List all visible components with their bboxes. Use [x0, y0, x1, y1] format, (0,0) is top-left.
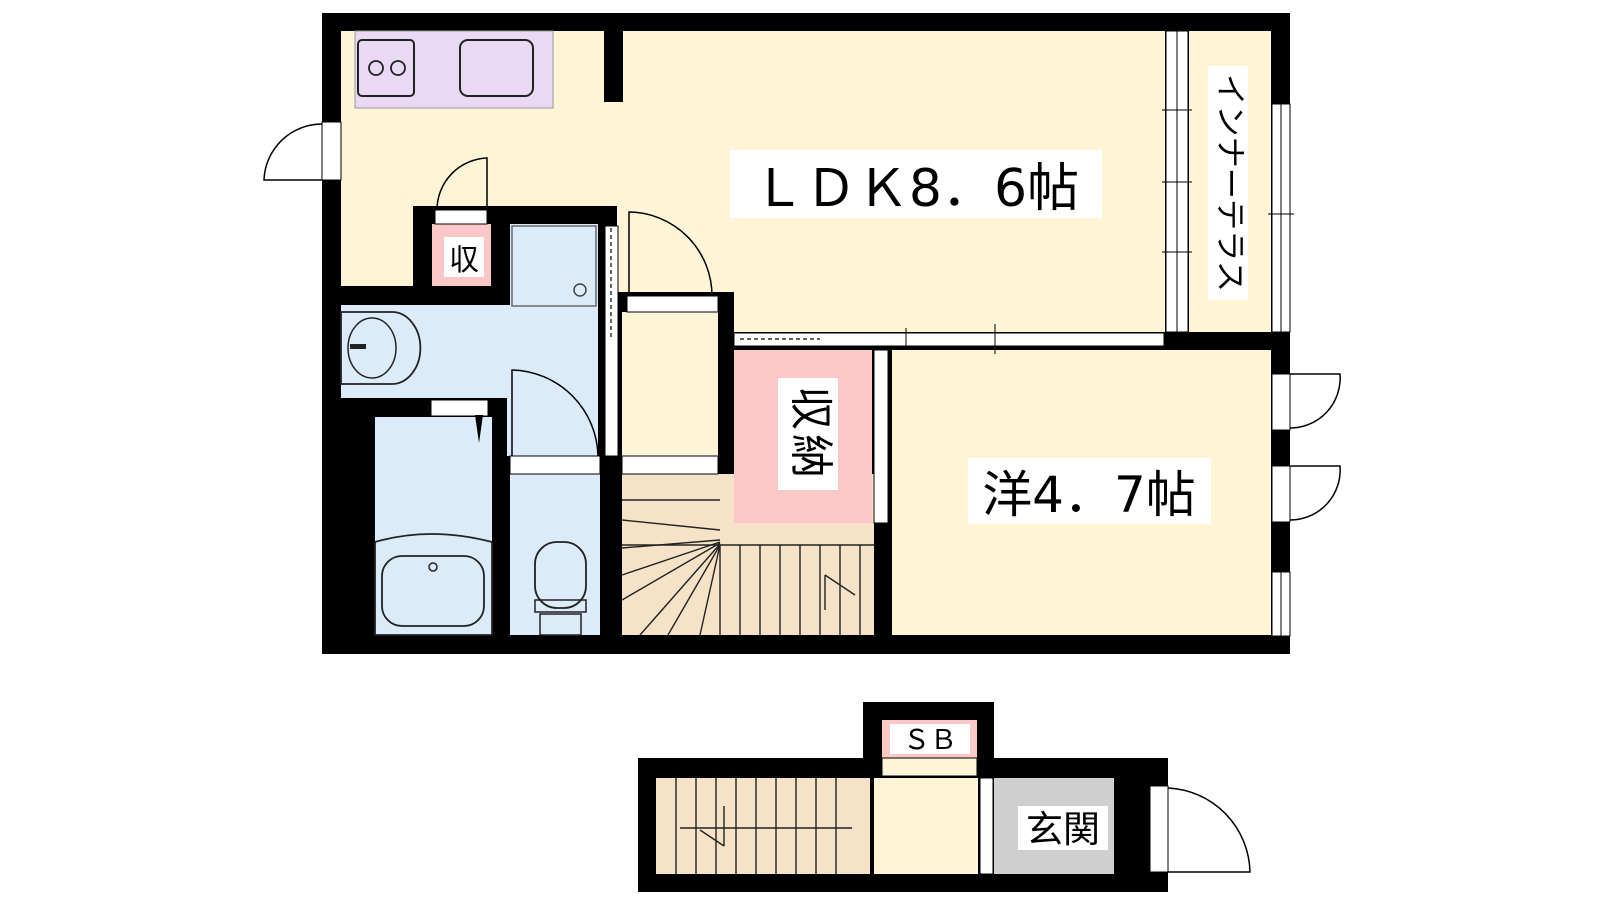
shoe-box-label-bg	[890, 724, 970, 754]
western-label: 洋4．7帖	[982, 466, 1196, 524]
western-label-bg	[968, 458, 1211, 524]
bathtub-inner	[381, 555, 485, 627]
burner-right	[390, 60, 406, 76]
drain-icon	[573, 283, 587, 297]
entrance-label: 玄関	[1026, 808, 1100, 851]
stairs-landing	[621, 455, 719, 475]
bathtub-drain-icon	[428, 562, 438, 572]
lower-hall-floor	[874, 778, 978, 874]
hall-door-frame	[626, 295, 719, 313]
hall-door-arc	[628, 211, 713, 297]
bath-door-swing	[475, 415, 483, 443]
east-window-1-frame	[1271, 373, 1291, 431]
terrace-label-bg	[1208, 66, 1248, 300]
toilet-tank-base	[539, 613, 582, 636]
ldk-sliding-partition	[733, 332, 1165, 347]
stairs-upper-arrow	[824, 574, 856, 610]
faucet-icon	[350, 344, 366, 349]
west-door-frame	[321, 121, 342, 181]
bath-door	[430, 399, 489, 417]
toilet-tank	[534, 599, 587, 613]
east-window-2-frame	[1271, 465, 1291, 523]
entrance-label-bg	[1018, 806, 1108, 850]
stove	[357, 39, 415, 97]
east-window-2-arc	[1289, 465, 1341, 521]
hall-floor	[622, 312, 718, 456]
entrance-door-arc	[1167, 787, 1251, 873]
stairs-lower-treads	[675, 778, 837, 874]
small-storage-door-frame	[434, 209, 488, 225]
burner-left	[368, 60, 384, 76]
partition-wall	[604, 31, 623, 102]
storage-label: 収納	[785, 386, 836, 482]
small-storage-door	[436, 157, 488, 224]
bathtub	[374, 533, 493, 636]
wash-basin-bowl	[347, 317, 397, 379]
stairs-upper-treads	[621, 499, 874, 636]
kitchen-sink	[459, 39, 534, 97]
washing-machine-pan	[511, 225, 597, 307]
ldk-label: ＬＤＫ8．6帖	[753, 159, 1079, 219]
storage-door-track	[873, 349, 889, 524]
sliding-door-washroom	[604, 225, 619, 457]
inner-terrace-label: インナーテラス	[1212, 74, 1248, 292]
ldk-label-bg	[730, 150, 1102, 218]
wash-basin	[340, 311, 422, 385]
shoe-box-front	[881, 757, 978, 777]
west-door-arc	[263, 123, 323, 181]
stairs-lower-floor	[656, 778, 870, 874]
toilet-door-frame	[509, 455, 601, 475]
shoe-box-label: ＳＢ	[903, 725, 957, 756]
small-storage-label-bg	[444, 237, 484, 277]
toilet-bowl	[534, 541, 587, 609]
toilet-door-arc	[511, 369, 599, 457]
stairs-lower-arrow	[680, 806, 852, 847]
small-storage-label: 収	[449, 243, 479, 278]
entrance-door-frame	[1149, 785, 1169, 873]
entrance-step	[979, 777, 994, 875]
east-window-1-arc	[1289, 373, 1341, 429]
storage-label-bg	[778, 378, 838, 490]
